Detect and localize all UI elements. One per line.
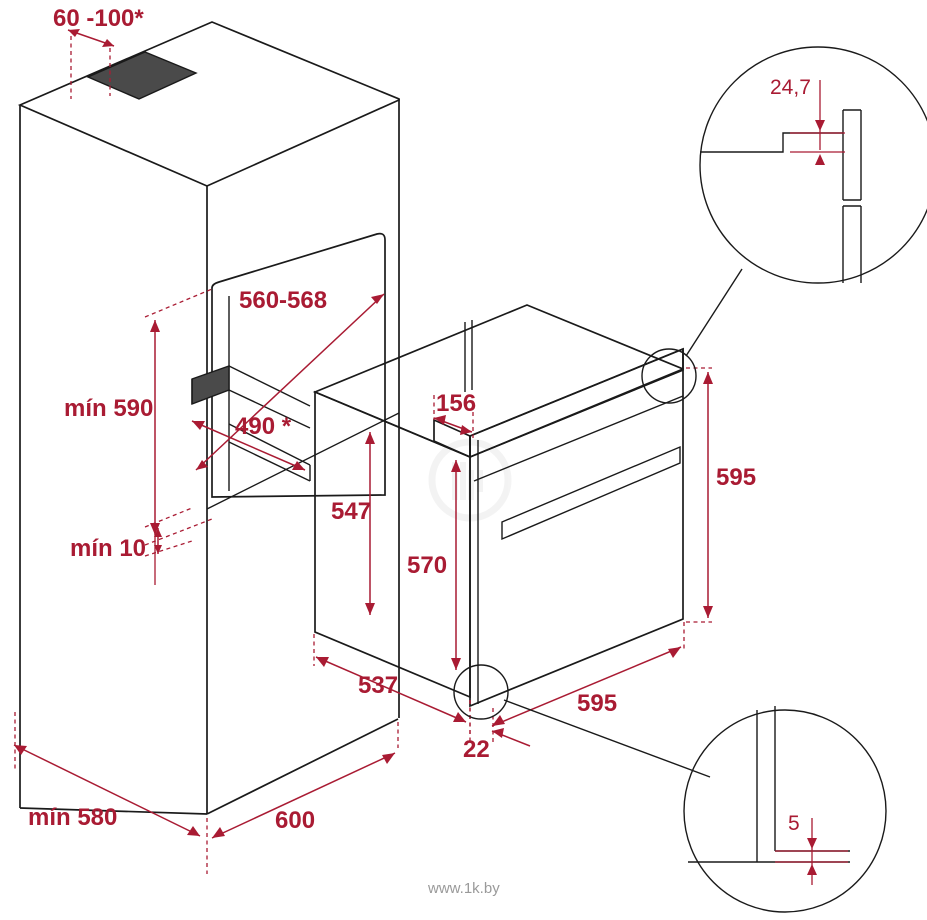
oven-dimensions: 156 547 570 595 537 595: [313, 367, 756, 763]
dim-detail-top: 24,7: [770, 76, 811, 99]
dim-niche-depth: 490 *: [235, 413, 292, 440]
leader-line-top: [685, 268, 743, 357]
dim-oven-body-depth: 537: [358, 672, 398, 699]
dim-oven-front-height: 595: [716, 464, 756, 491]
dim-oven-side-height: 570: [407, 552, 447, 579]
dim-cabinet-width: 600: [275, 807, 315, 834]
oven-assembly: [312, 304, 684, 708]
dim-vent-gap: 60 -100*: [53, 5, 144, 32]
detail-marker-top: [641, 348, 697, 404]
ventilation-slot: [86, 51, 198, 100]
dim-oven-body-height: 547: [331, 498, 371, 525]
detail-marker-bottom: [453, 664, 509, 720]
dim-bottom-gap: mín 10: [70, 535, 146, 562]
leader-line-bottom: [503, 699, 711, 778]
dim-oven-front-lip: 22: [463, 736, 490, 763]
dim-detail-bottom: 5: [788, 812, 800, 835]
site-watermark: www.1k.by: [427, 880, 500, 897]
dim-niche-width: 560-568: [239, 287, 327, 314]
cabinet-dimensions: 60 -100* 560-568 mín 590 490 * mín 10 mí: [13, 5, 399, 874]
niche-shelf-band: [191, 365, 230, 406]
dim-oven-width: 595: [577, 690, 617, 717]
dim-niche-height: mín 590: [64, 395, 153, 422]
detail-callout-top: 24,7: [699, 46, 927, 284]
detail-markers: [453, 268, 743, 778]
detail-callout-bottom: 5: [683, 706, 887, 913]
cabinet-assembly: [17, 21, 400, 815]
dim-oven-front-offset: 156: [436, 390, 476, 417]
dim-cabinet-depth: mín 580: [28, 804, 117, 831]
